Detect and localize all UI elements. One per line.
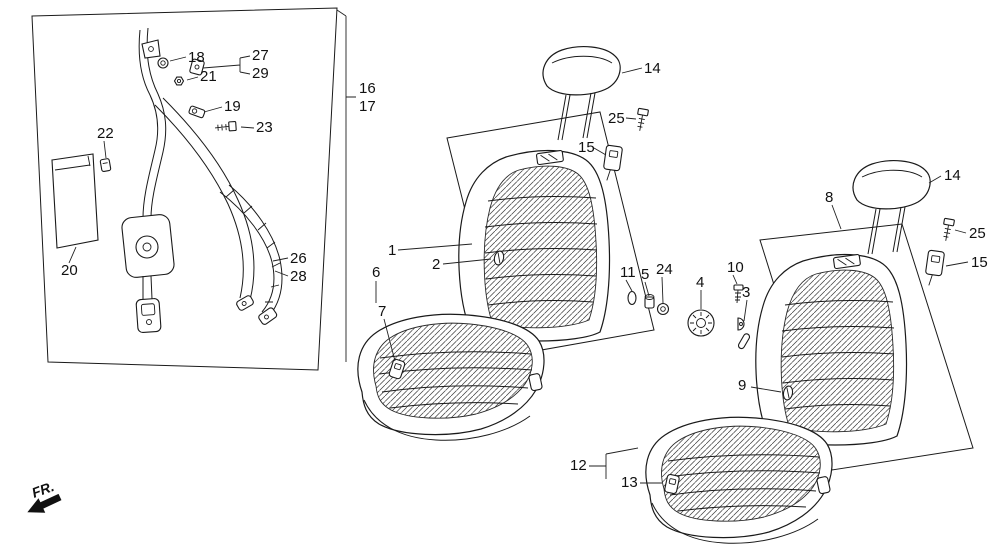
- bolt-part25-left: [634, 107, 650, 133]
- part-label-26: 26: [290, 250, 307, 267]
- part-label-28: 28: [290, 268, 307, 285]
- part-label-16: 16: [359, 80, 376, 97]
- seatbelt-webbing: [138, 27, 167, 219]
- bolt-part10: [733, 284, 744, 304]
- lap-belt-anchor-plate: [236, 295, 254, 311]
- part-label-14-left: 14: [644, 60, 661, 77]
- seat-back-right: [755, 253, 908, 446]
- part-label-6: 6: [372, 264, 380, 281]
- grommet-part18: [157, 57, 169, 69]
- seat-cushion-left: [357, 313, 545, 441]
- bushing-part5: [644, 294, 655, 309]
- cushion-buckle-part7: [388, 358, 406, 380]
- seatbelt-lap-belt: [154, 97, 255, 301]
- nut-part21: [173, 76, 185, 86]
- part-label-5: 5: [641, 266, 649, 283]
- part-label-3: 3: [742, 284, 750, 301]
- part-label-17: 17: [359, 98, 376, 115]
- part-label-18: 18: [188, 49, 205, 66]
- bolt-part23: [214, 120, 237, 132]
- anchor-bolt-part19: [188, 105, 206, 119]
- part-label-20: 20: [61, 262, 78, 279]
- center-belt-strap: [219, 184, 283, 325]
- part-label-2: 2: [432, 256, 440, 273]
- bolt-part25-right: [940, 217, 956, 243]
- seatbelt-outline-box: [31, 7, 338, 371]
- seat-back-left: [458, 149, 611, 342]
- part-label-27: 27: [252, 47, 269, 64]
- knob-part3: [737, 317, 751, 350]
- buckle-strap: [142, 275, 153, 300]
- front-seat-left-group: [357, 46, 655, 441]
- upper-anchor-plate: [141, 39, 161, 59]
- cushion-buckle-part13: [664, 473, 680, 495]
- fr-arrow-icon: [27, 493, 62, 513]
- part-label-7: 7: [378, 303, 386, 320]
- part-label-10: 10: [727, 259, 744, 276]
- part-label-22: 22: [97, 125, 114, 142]
- part-label-8: 8: [825, 189, 833, 206]
- seatbelt-assembly-group: [31, 7, 338, 371]
- part-label-9: 9: [738, 377, 746, 394]
- front-seat-right-group: [645, 160, 974, 544]
- part-label-23: 23: [256, 119, 273, 136]
- part-label-25-right: 25: [969, 225, 986, 242]
- part-label-12: 12: [570, 457, 587, 474]
- recliner-parts-group: [627, 284, 751, 350]
- headrest-right: [852, 160, 931, 255]
- part-label-19: 19: [224, 98, 241, 115]
- gear-part4: [687, 309, 715, 337]
- belt-guide-part15-right: [923, 249, 946, 288]
- part-label-24: 24: [656, 261, 673, 278]
- fr-direction-group: FR.: [27, 478, 62, 513]
- part-label-4: 4: [696, 274, 704, 291]
- clip-part22: [99, 158, 112, 173]
- part-label-11: 11: [620, 264, 636, 281]
- belt-guide-part15-left: [601, 144, 624, 183]
- leader-lines: [68, 9, 969, 484]
- part-label-15-left: 15: [578, 139, 595, 156]
- part-labels-group: 18 21 27 29 19 23 22 20 26 28 16 17 14 2…: [61, 47, 988, 491]
- part-label-25-left: 25: [608, 110, 625, 127]
- seatbelt-retractor: [121, 214, 175, 278]
- fr-label: FR.: [30, 478, 57, 501]
- part-label-29: 29: [252, 65, 269, 82]
- part-label-21: 21: [200, 68, 217, 85]
- washer-part24: [656, 302, 670, 316]
- part-label-13: 13: [621, 474, 638, 491]
- recliner-hole-part2: [493, 250, 505, 266]
- part-label-1: 1: [388, 242, 396, 259]
- trim-panel-part20: [51, 153, 99, 249]
- recliner-hole-part9: [782, 385, 794, 401]
- adjuster-part27-29: [189, 58, 205, 76]
- seatbelt-buckle: [135, 298, 162, 334]
- part-label-14-right: 14: [944, 167, 961, 184]
- part-label-15-right: 15: [971, 254, 988, 271]
- ring-part11: [627, 290, 637, 306]
